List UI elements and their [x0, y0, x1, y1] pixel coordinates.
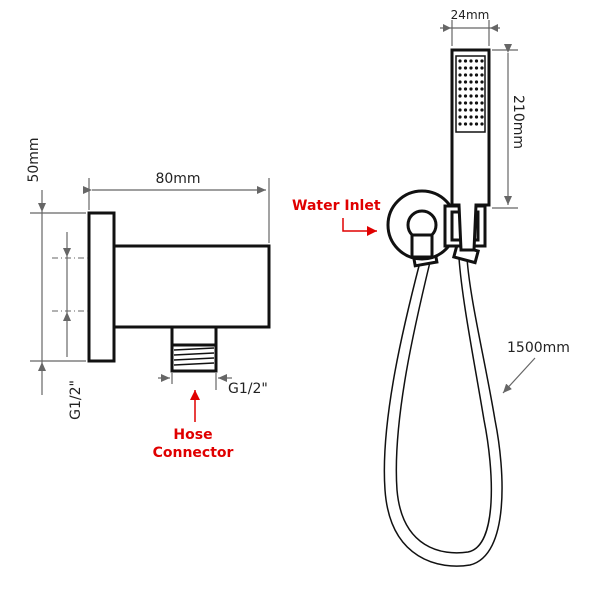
spray-nozzle [474, 101, 479, 105]
spray-nozzle [474, 115, 479, 119]
spray-nozzle [469, 87, 473, 91]
spray-nozzle [474, 80, 479, 84]
spray-nozzle [463, 101, 468, 105]
spray-nozzle [458, 101, 462, 105]
spray-nozzle [458, 80, 462, 84]
hose-outer [383, 257, 503, 567]
spray-nozzle [480, 94, 484, 98]
spray-nozzle [463, 66, 468, 70]
spray-nozzle [469, 66, 473, 70]
spray-nozzle [463, 108, 468, 112]
spray-nozzle [469, 80, 473, 84]
dim-g12-bottom-label: G1/2" [228, 381, 268, 397]
spray-nozzle [480, 73, 484, 77]
dim-50mm-label: 50mm [26, 137, 42, 182]
wall-outlet-side-view: 80mm 50mm G1/2" G1/2" Hose Connector [26, 137, 271, 461]
water-inlet-arrow [342, 218, 377, 236]
hand-shower-assembly: 24mm 210mm 1500mm Water Inlet [292, 8, 570, 567]
spray-nozzle [480, 115, 484, 119]
spray-nozzle [469, 108, 473, 112]
wall-plate [87, 211, 116, 363]
hose-connector-label-line1: Hose [173, 427, 212, 443]
spray-nozzle [474, 108, 479, 112]
spray-nozzle [458, 73, 462, 77]
spray-nozzle [480, 59, 484, 63]
spray-nozzle [469, 122, 473, 126]
outlet-body [112, 244, 271, 329]
spray-nozzle-grid [458, 59, 484, 126]
spray-nozzle [463, 115, 468, 119]
handset-body [450, 48, 491, 252]
dim-g12-left-label: G1/2" [68, 380, 84, 420]
spray-nozzle [480, 108, 484, 112]
spray-nozzle [469, 101, 473, 105]
spray-nozzle [458, 59, 462, 63]
spray-nozzle [458, 108, 462, 112]
spray-nozzle [463, 59, 468, 63]
dim-210mm-label: 210mm [510, 95, 526, 149]
spray-nozzle [458, 122, 462, 126]
handset-spray-face [455, 55, 486, 133]
spray-nozzle [469, 94, 473, 98]
hose-connector-label-line2: Connector [153, 445, 234, 461]
spray-nozzle [474, 94, 479, 98]
dim-24mm-label: 24mm [451, 8, 490, 22]
spray-nozzle [469, 115, 473, 119]
spray-nozzle [480, 122, 484, 126]
spray-nozzle [469, 73, 473, 77]
hose-inner [395, 257, 493, 554]
spray-nozzle [480, 66, 484, 70]
spray-nozzle [458, 94, 462, 98]
spray-nozzle [480, 87, 484, 91]
spray-nozzle [463, 73, 468, 77]
spray-nozzle [474, 122, 479, 126]
spray-nozzle [480, 80, 484, 84]
dim-1500mm-leader [502, 357, 536, 394]
spray-nozzle [474, 87, 479, 91]
spray-nozzle [463, 87, 468, 91]
spray-nozzle [474, 59, 479, 63]
spray-nozzle [469, 59, 473, 63]
spray-nozzle [463, 122, 468, 126]
spray-nozzle [463, 80, 468, 84]
spray-nozzle [458, 66, 462, 70]
spray-nozzle [463, 94, 468, 98]
dim-1500mm-label: 1500mm [507, 340, 570, 356]
spray-nozzle [474, 73, 479, 77]
thread-hatching [173, 347, 215, 366]
water-inlet-label: Water Inlet [292, 198, 381, 214]
wall-elbow-neck [410, 233, 434, 259]
spray-nozzle [474, 66, 479, 70]
dim-80mm-label: 80mm [155, 171, 200, 187]
spray-nozzle [480, 101, 484, 105]
spray-nozzle [458, 115, 462, 119]
hose-connector-neck [170, 325, 218, 347]
spray-nozzle [458, 87, 462, 91]
